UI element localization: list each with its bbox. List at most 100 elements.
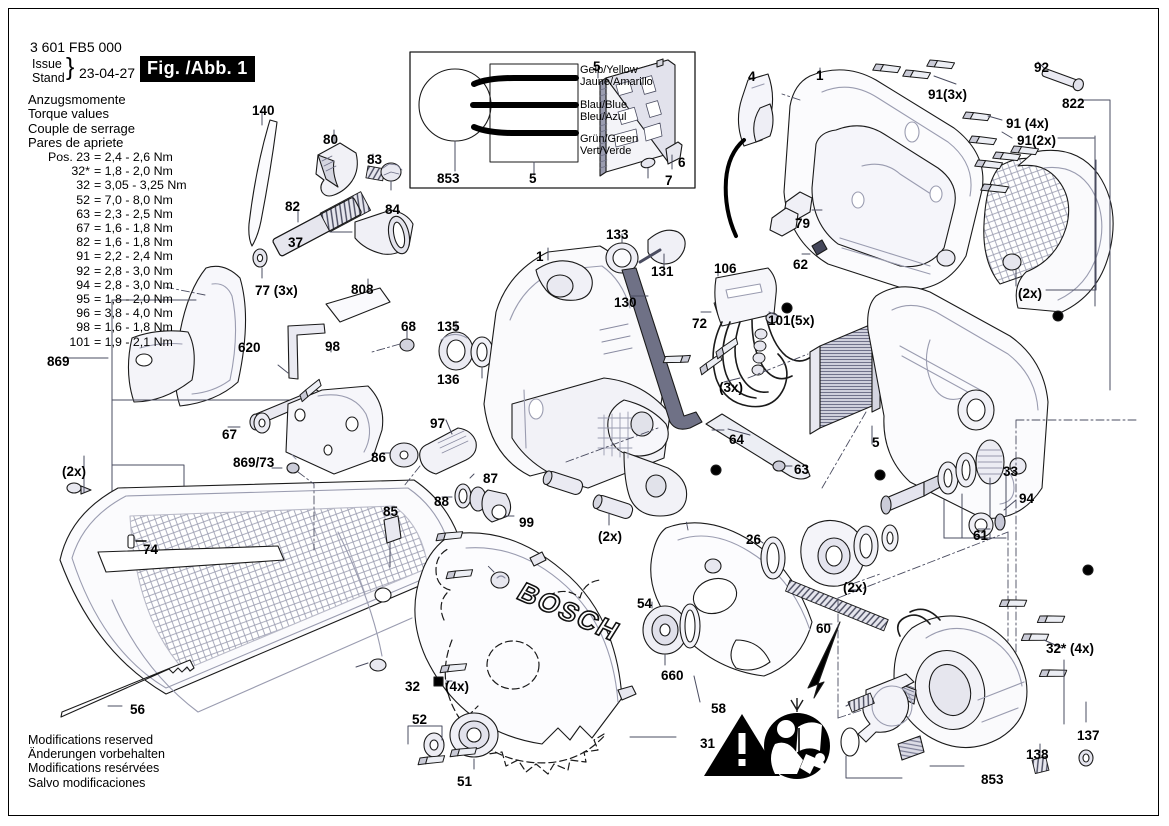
part-callout-5: 5 — [872, 435, 880, 450]
part-callout-133: 133 — [606, 227, 629, 242]
part-callout-52: 52 — [412, 712, 428, 727]
part-callout-869-73: 869/73 — [233, 455, 275, 470]
torque-pos: 94 — [76, 277, 90, 292]
torque-pos: 63 — [76, 206, 90, 221]
torque-row: 92 = 2,8 - 3,0 Nm — [28, 264, 187, 278]
torque-pos: 101 — [69, 334, 90, 349]
part-callout-77-3x: 77 (3x) — [255, 283, 298, 298]
part-callout-136: 136 — [437, 372, 460, 387]
wire-legend-green: Grün/Green Vert/Verde — [580, 133, 638, 157]
torque-row: Pos. 23 = 2,4 - 2,6 Nm — [28, 150, 187, 164]
torque-pos: 98 — [76, 320, 90, 335]
torque-pos: 82 — [76, 235, 90, 250]
wire-blue-l2: Bleu/Azul — [580, 111, 627, 123]
wire-blue-l1: Blau/Blue — [580, 99, 628, 111]
part-callout-86: 86 — [371, 450, 387, 465]
torque-value: = 3,8 - 4,0 Nm — [94, 306, 173, 321]
part-callout-67: 67 — [222, 427, 238, 442]
part-callout-87: 87 — [483, 471, 499, 486]
part-callout-63: 63 — [794, 462, 810, 477]
torque-pos: 52 — [76, 192, 90, 207]
issue-label: Issue — [32, 57, 62, 71]
part-callout-60: 60 — [816, 621, 832, 636]
torque-value: = 2,8 - 3,0 Nm — [94, 277, 173, 292]
torque-value: = 1,6 - 1,8 Nm — [94, 235, 173, 250]
torque-row: 96 = 3,8 - 4,0 Nm — [28, 306, 187, 320]
part-callout-64: 64 — [729, 432, 745, 447]
part-callout-853: 853 — [981, 772, 1004, 787]
part-callout-869: 869 — [47, 354, 70, 369]
torque-row: 91 = 2,2 - 2,4 Nm — [28, 249, 187, 263]
torque-row: 52 = 7,0 - 8,0 Nm — [28, 193, 187, 207]
part-callout-94: 94 — [1019, 491, 1035, 506]
part-callout-620: 620 — [238, 340, 261, 355]
footer-notes: Modifications reserved Änderungen vorbeh… — [28, 733, 165, 790]
torque-value: = 2,4 - 2,6 Nm — [94, 150, 173, 164]
torque-heading-fr: Couple de serrage — [28, 120, 135, 136]
torque-pos: 32* — [71, 164, 90, 179]
torque-value: = 1,8 - 2,0 Nm — [94, 292, 173, 307]
part-callout-33: 33 — [1003, 464, 1019, 479]
part-callout-91-2x: 91(2x) — [1017, 133, 1057, 148]
torque-heading: Anzugsmomente Torque values Couple de se… — [28, 92, 135, 151]
part-callout-1: 1 — [536, 249, 544, 264]
torque-pos: 91 — [76, 249, 90, 264]
page-border — [8, 8, 1159, 816]
part-callout-808: 808 — [351, 282, 374, 297]
wire-yellow-l1: Gelb/Yellow — [580, 64, 638, 76]
torque-table: Pos. 23 = 2,4 - 2,6 Nm 32* = 1,8 - 2,0 N… — [28, 150, 187, 349]
part-callout-138: 138 — [1026, 747, 1049, 762]
torque-pos: Pos. 23 — [47, 150, 90, 164]
part-callout-82: 82 — [285, 199, 301, 214]
part-callout-85: 85 — [383, 504, 399, 519]
torque-heading-es: Pares de apriete — [28, 135, 124, 151]
torque-heading-en: Torque values — [28, 106, 109, 122]
torque-row: 67 = 1,6 - 1,8 Nm — [28, 221, 187, 235]
torque-value: = 1,8 - 2,0 Nm — [94, 164, 173, 179]
wire-yellow-l2: Jaune/Amarillo — [580, 76, 653, 88]
part-callout-84: 84 — [385, 202, 401, 217]
issue-stand-block: Issue Stand — [32, 57, 65, 85]
read-manual-icon — [764, 713, 830, 779]
footer-es: Salvo modificaciones — [28, 775, 146, 790]
part-callout-79: 79 — [795, 216, 811, 231]
stand-label: Stand — [32, 70, 65, 85]
part-callout-58: 58 — [711, 701, 727, 716]
part-callout-92: 92 — [1034, 60, 1050, 75]
part-callout-72: 72 — [692, 316, 708, 331]
issue-date: 23-04-27 — [79, 65, 136, 81]
callout-7-pcb: 7 — [665, 173, 673, 188]
part-callout-32-4x: 32* (4x) — [1046, 641, 1095, 656]
part-callout-101-5x: 101(5x) — [768, 313, 815, 328]
part-callout-2x: (2x) — [62, 464, 87, 479]
part-callout-3x: (3x) — [719, 380, 744, 395]
warning-triangle-icon — [704, 714, 780, 776]
wire-green-l2: Vert/Verde — [580, 145, 632, 157]
part-callout-131: 131 — [651, 264, 674, 279]
torque-pos: 67 — [76, 221, 90, 236]
footer-en: Modifications reserved — [28, 733, 154, 747]
part-callout-97: 97 — [430, 416, 446, 431]
wire-legend-yellow: Gelb/Yellow Jaune/Amarillo — [580, 64, 653, 88]
part-callout-74: 74 — [143, 542, 159, 557]
part-callout-88: 88 — [434, 494, 450, 509]
torque-value: = 1,6 - 1,8 Nm — [94, 221, 173, 236]
callout-6-pcb: 6 — [678, 155, 686, 170]
part-callout-660: 660 — [661, 668, 684, 683]
torque-row: 63 = 2,3 - 2,5 Nm — [28, 207, 187, 221]
part-callout-61: 61 — [973, 528, 989, 543]
part-callout-135: 135 — [437, 319, 460, 334]
torque-value: = 3,05 - 3,25 Nm — [94, 178, 187, 193]
part-callout-4x: (4x) — [445, 679, 470, 694]
part-callout-62: 62 — [793, 257, 809, 272]
part-callout-137: 137 — [1077, 728, 1100, 743]
part-callout-140: 140 — [252, 103, 275, 118]
torque-row: 101 = 1,9 - 2,1 Nm — [28, 335, 187, 349]
part-callout-130: 130 — [614, 295, 637, 310]
part-callout-37: 37 — [288, 235, 304, 250]
torque-value: = 1,9 - 2,1 Nm — [94, 334, 173, 349]
part-callout-1: 1 — [816, 68, 824, 83]
figure-badge: Fig. /Abb. 1 — [140, 56, 255, 82]
part-number: 3 601 FB5 000 — [30, 39, 122, 55]
